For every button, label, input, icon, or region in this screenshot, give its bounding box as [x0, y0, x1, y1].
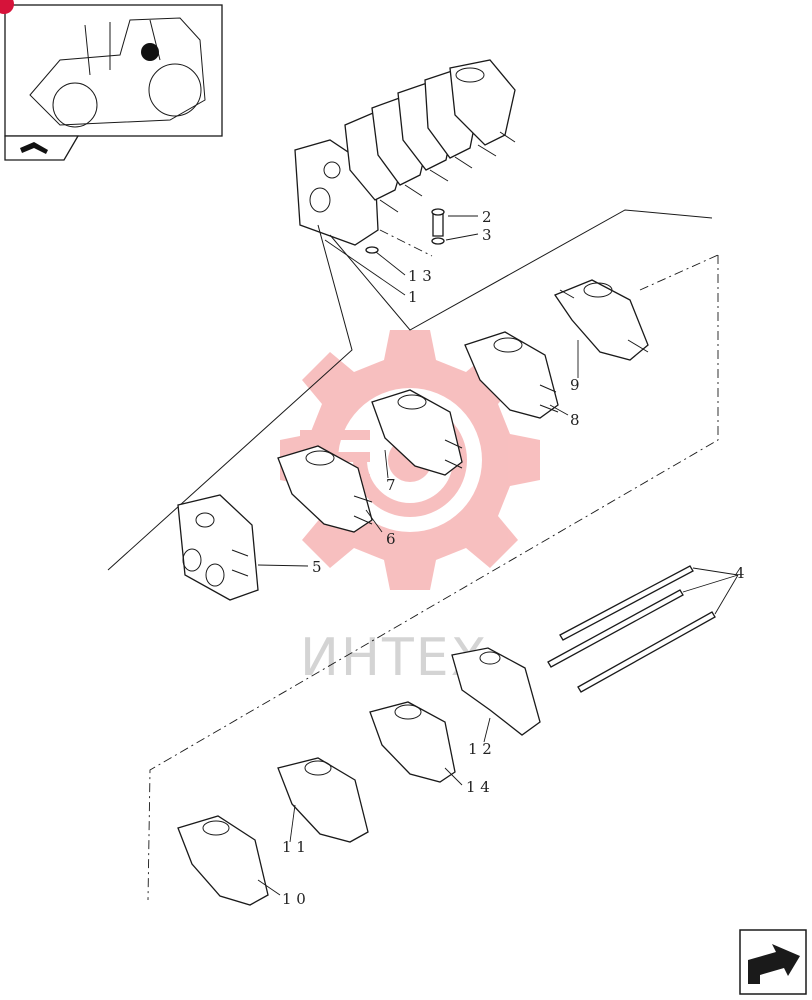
callout-10: 1 0 — [282, 890, 306, 908]
callout-9: 9 — [570, 376, 580, 394]
valve-section-10[interactable] — [177, 815, 269, 906]
callout-13: 1 3 — [408, 267, 432, 285]
valve-bank-assembly — [294, 59, 516, 254]
callout-6: 6 — [386, 530, 396, 548]
callout-3: 3 — [482, 226, 492, 244]
valve-section-14[interactable] — [369, 701, 456, 783]
boundary-left — [107, 224, 353, 571]
callout-5: 5 — [312, 558, 322, 576]
valve-section-9[interactable] — [554, 279, 649, 361]
dashed-group-frame — [147, 255, 719, 901]
next-page-arrow-icon[interactable] — [739, 929, 807, 995]
callout-14: 1 4 — [466, 778, 490, 796]
dashed-group-frame-top — [639, 254, 719, 291]
valve-section-8[interactable] — [464, 331, 559, 419]
boundary-top — [329, 209, 713, 331]
callout-2: 2 — [482, 208, 492, 226]
end-section-12[interactable] — [451, 647, 541, 736]
callout-7: 7 — [386, 476, 396, 494]
callout-8: 8 — [570, 411, 580, 429]
callout-4: 4 — [735, 564, 745, 582]
dashed-assembly-axis — [379, 229, 433, 257]
washer-3 — [431, 237, 445, 245]
prev-view-button[interactable] — [4, 135, 80, 161]
valve-section-6[interactable] — [277, 445, 373, 533]
callout-1: 1 — [408, 288, 418, 306]
inlet-section-5[interactable] — [177, 494, 259, 601]
callout-11: 1 1 — [282, 838, 306, 856]
tractor-thumbnail[interactable] — [4, 4, 223, 137]
bolt-2 — [431, 208, 445, 237]
thumbnail-marker — [0, 0, 14, 14]
valve-section-7[interactable] — [371, 389, 463, 476]
leader-lines — [257, 215, 739, 896]
valve-section-11[interactable] — [277, 757, 369, 843]
tie-rods-4[interactable] — [547, 565, 716, 693]
callout-12: 1 2 — [468, 740, 492, 758]
